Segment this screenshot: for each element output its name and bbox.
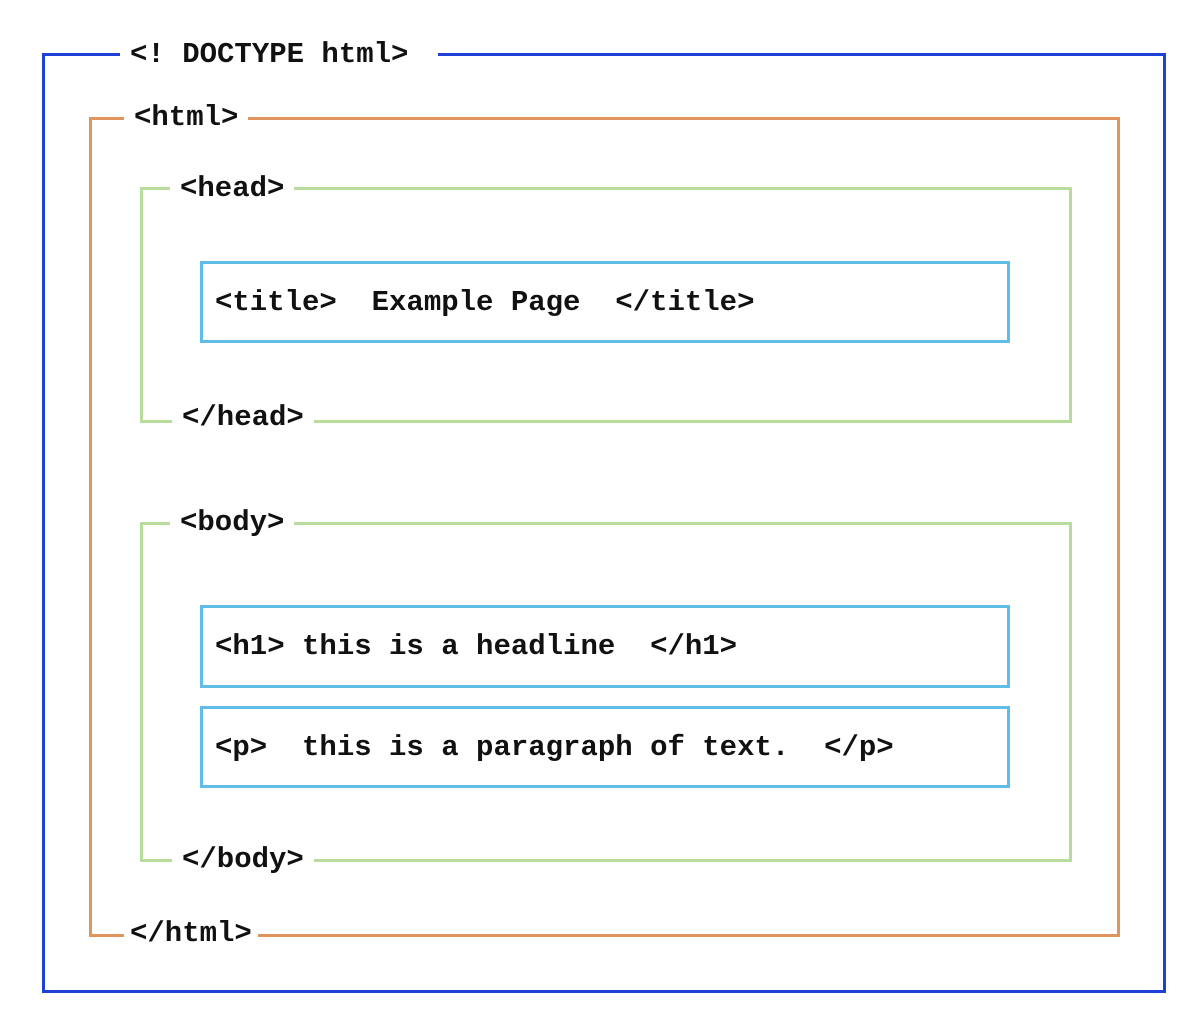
head-open-label: <head> — [170, 172, 295, 206]
head-frame — [140, 187, 1072, 423]
h1-element-box: <h1> this is a headline </h1> — [200, 605, 1010, 688]
doctype-frame — [42, 53, 1166, 993]
html-frame — [89, 117, 1120, 937]
p-element-box: <p> this is a paragraph of text. </p> — [200, 706, 1010, 788]
body-close-label: </body> — [172, 843, 314, 877]
html-close-label: </html> — [124, 917, 258, 951]
body-frame — [140, 522, 1072, 862]
html-open-label: <html> — [124, 101, 249, 135]
title-element-box: <title> Example Page </title> — [200, 261, 1010, 343]
doctype-label: <! DOCTYPE html> — [120, 38, 439, 72]
head-close-label: </head> — [172, 401, 314, 435]
body-open-label: <body> — [170, 506, 295, 540]
